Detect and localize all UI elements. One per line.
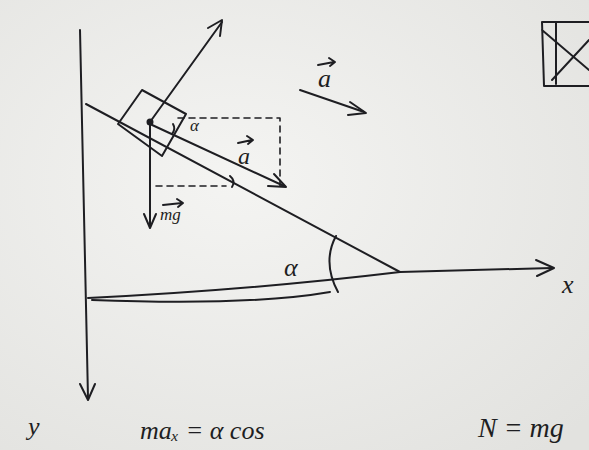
- acceleration-vector: [150, 124, 284, 186]
- small-arc: [172, 124, 174, 134]
- equation: N = mg: [478, 414, 564, 442]
- acceleration-arrow: [300, 90, 364, 112]
- incline: [86, 104, 400, 272]
- angle-label: α: [284, 255, 298, 281]
- base-line: [92, 292, 330, 302]
- y-axis: [80, 30, 88, 398]
- axis-label: x: [562, 272, 574, 298]
- x-arrowhead: [536, 260, 554, 276]
- equation: maₓ = α cos: [140, 418, 265, 444]
- vector-label: a: [238, 144, 250, 168]
- y-arrowhead: [80, 384, 95, 400]
- gravity-arrowhead: [144, 214, 156, 228]
- gravity-vector: [149, 122, 151, 226]
- axis-label: y: [28, 414, 40, 440]
- normal-arrowhead: [208, 20, 222, 36]
- component-dashes: [156, 185, 226, 187]
- acceleration-arrowhead: [268, 174, 286, 187]
- angle-arc: [329, 236, 338, 292]
- vector-label: a: [318, 66, 331, 92]
- corner-sketch: [542, 22, 589, 86]
- acceleration-arrowhead: [348, 102, 366, 115]
- small-arc: [230, 176, 234, 187]
- angle-label: α: [190, 117, 199, 134]
- vector-mark: [318, 58, 335, 66]
- vector-mark: [238, 136, 253, 144]
- block: [118, 90, 186, 156]
- normal-force: [150, 22, 222, 122]
- force-label: mg: [160, 206, 181, 223]
- component-dashes: [178, 118, 280, 186]
